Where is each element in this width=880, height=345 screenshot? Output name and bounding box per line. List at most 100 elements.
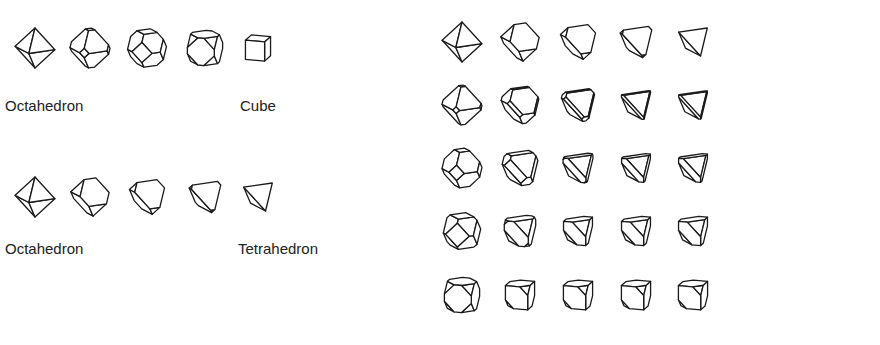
crystal-shape bbox=[71, 178, 109, 216]
crystal-face bbox=[679, 158, 701, 182]
crystal-face bbox=[564, 97, 585, 119]
crystal-face bbox=[564, 153, 593, 158]
crystal-shape bbox=[679, 154, 708, 183]
crystal-face bbox=[511, 86, 529, 89]
crystal-shape bbox=[129, 180, 164, 215]
crystal-face bbox=[456, 86, 481, 110]
crystal-face bbox=[507, 150, 533, 155]
crystal-face bbox=[29, 177, 55, 202]
crystal-shape bbox=[621, 91, 650, 120]
crystal-face bbox=[504, 221, 528, 247]
crystal-face bbox=[245, 40, 264, 61]
crystal-face bbox=[80, 48, 89, 57]
shape-label: Octahedron bbox=[5, 97, 83, 115]
crystal-face bbox=[510, 23, 539, 52]
crystal-shape bbox=[563, 153, 593, 182]
crystal-face bbox=[191, 30, 220, 38]
crystal-shape bbox=[15, 28, 55, 68]
crystal-shape bbox=[679, 216, 708, 245]
crystal-face bbox=[644, 154, 651, 182]
crystal-face bbox=[447, 277, 476, 285]
crystal-face bbox=[137, 29, 157, 35]
shape-label: Tetrahedron bbox=[238, 240, 318, 258]
crystal-face bbox=[531, 156, 538, 182]
crystal-face bbox=[449, 165, 464, 180]
crystal-face bbox=[563, 158, 586, 183]
crystal-face bbox=[701, 154, 708, 182]
crystal-shape bbox=[679, 91, 708, 119]
crystal-face bbox=[679, 95, 701, 119]
crystal-face bbox=[504, 160, 527, 184]
crystal-face bbox=[507, 101, 522, 117]
crystal-shape bbox=[244, 183, 273, 211]
crystal-face bbox=[132, 42, 152, 62]
crystal-shape bbox=[442, 148, 482, 188]
crystal-shape bbox=[443, 213, 480, 250]
crystal-shape bbox=[189, 181, 221, 212]
crystal-face bbox=[477, 162, 482, 177]
crystal-face bbox=[29, 28, 55, 53]
crystal-face bbox=[471, 282, 479, 311]
crystal-face bbox=[450, 213, 474, 220]
crystal-shape bbox=[560, 25, 595, 60]
crystal-face bbox=[622, 158, 644, 182]
crystal-face bbox=[534, 97, 539, 115]
crystal-face bbox=[528, 217, 535, 246]
crystal-face bbox=[564, 221, 586, 245]
shape-label: Octahedron bbox=[5, 240, 83, 258]
crystal-face bbox=[622, 91, 651, 96]
crystal-shape bbox=[442, 85, 482, 125]
crystal-shape bbox=[245, 35, 270, 61]
crystal-face bbox=[565, 89, 590, 93]
crystal-shape bbox=[678, 280, 707, 310]
crystal-face bbox=[80, 178, 109, 207]
crystal-face bbox=[191, 181, 220, 210]
crystal-shape bbox=[442, 22, 482, 62]
crystal-face bbox=[453, 107, 460, 114]
crystal-face bbox=[505, 286, 527, 310]
crystal-face bbox=[214, 35, 222, 64]
crystal-face bbox=[701, 217, 708, 245]
crystal-face bbox=[454, 148, 469, 152]
crystal-face bbox=[586, 217, 593, 245]
crystal-shape bbox=[564, 216, 593, 245]
crystal-face bbox=[135, 180, 165, 209]
crystal-face bbox=[621, 286, 643, 310]
crystal-shape bbox=[622, 216, 651, 245]
crystal-face bbox=[679, 154, 708, 159]
crystal-face bbox=[480, 103, 482, 110]
crystal-face bbox=[444, 285, 471, 313]
crystal-shape bbox=[501, 86, 539, 123]
crystal-face bbox=[701, 91, 708, 119]
crystal-face bbox=[84, 30, 108, 54]
crystal-face bbox=[160, 39, 166, 59]
crystal-face bbox=[187, 38, 214, 66]
crystal-shape bbox=[128, 29, 167, 67]
crystal-shape bbox=[15, 177, 55, 217]
crystal-face bbox=[473, 220, 480, 244]
crystal-face bbox=[588, 93, 594, 118]
crystal-face bbox=[85, 28, 94, 31]
crystal-face bbox=[622, 154, 651, 159]
crystal-face bbox=[566, 25, 596, 54]
crystal-shape bbox=[622, 154, 651, 183]
crystal-face bbox=[679, 91, 708, 96]
shape-label: Cube bbox=[240, 97, 276, 115]
crystal-shape bbox=[504, 215, 535, 246]
crystal-shape bbox=[187, 30, 222, 65]
crystal-face bbox=[621, 95, 643, 119]
crystal-face bbox=[678, 286, 700, 310]
crystal-shape bbox=[70, 28, 110, 68]
crystal-face bbox=[459, 85, 466, 87]
crystal-face bbox=[622, 26, 651, 55]
crystal-shape bbox=[505, 280, 534, 310]
crystal-face bbox=[244, 183, 273, 211]
crystal-face bbox=[446, 223, 470, 247]
crystal-face bbox=[586, 154, 593, 182]
crystal-face bbox=[644, 217, 651, 245]
crystal-face bbox=[679, 221, 701, 245]
crystal-shape bbox=[561, 89, 594, 122]
crystal-face bbox=[456, 22, 482, 47]
crystal-shape bbox=[679, 28, 708, 56]
